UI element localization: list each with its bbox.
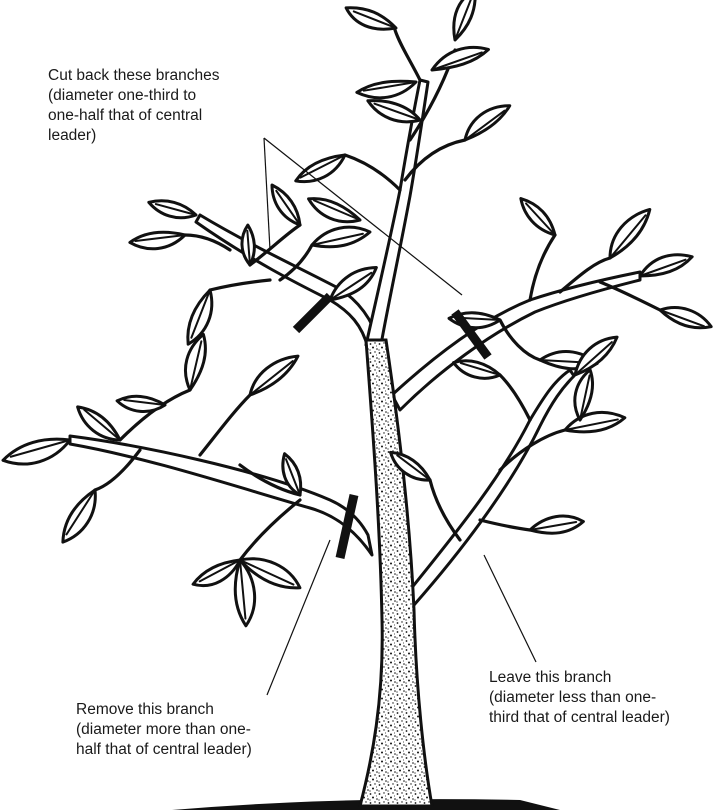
remove-label: Remove this branch (diameter more than o… bbox=[76, 700, 252, 760]
leave-label-line-1: Leave this branch bbox=[489, 668, 670, 688]
cut-back-label-line-3: one-half that of central bbox=[48, 106, 219, 126]
branch-leave bbox=[410, 370, 574, 605]
cut-back-label-line-2: (diameter one-third to bbox=[48, 86, 219, 106]
leader-line-cut-left bbox=[264, 138, 270, 250]
leave-label-line-2: (diameter less than one- bbox=[489, 688, 670, 708]
remove-label-line-1: Remove this branch bbox=[76, 700, 252, 720]
cut-mark-left bbox=[296, 296, 330, 330]
cut-back-label-line-1: Cut back these branches bbox=[48, 66, 219, 86]
remove-label-line-2: (diameter more than one- bbox=[76, 720, 252, 740]
leave-label: Leave this branch (diameter less than on… bbox=[489, 668, 670, 728]
leave-label-line-3: third that of central leader) bbox=[489, 708, 670, 728]
cut-back-label: Cut back these branches (diameter one-th… bbox=[48, 66, 219, 146]
leader-line-leave bbox=[484, 555, 536, 662]
trunk bbox=[360, 340, 432, 806]
branch-remove bbox=[70, 436, 372, 555]
cut-back-label-line-4: leader) bbox=[48, 126, 219, 146]
remove-label-line-3: half that of central leader) bbox=[76, 740, 252, 760]
